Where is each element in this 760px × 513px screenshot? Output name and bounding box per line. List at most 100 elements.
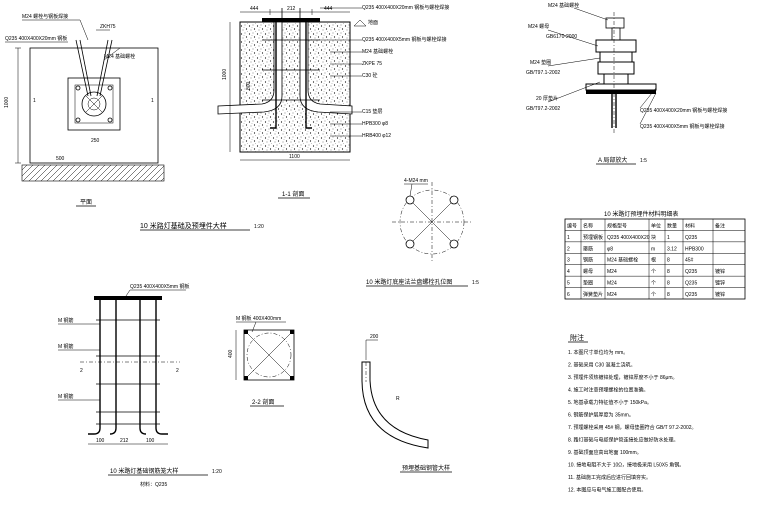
table-cell: M24 <box>607 281 617 287</box>
plan-caption: 平面 <box>80 199 92 206</box>
sec1-caption: 1-1 剖面 <box>282 190 304 198</box>
main-title: 10 米路灯基础及预埋件大样 <box>140 221 227 230</box>
table-cell: 镀锌 <box>715 268 725 275</box>
sec1-ground-label: 地面 <box>368 19 378 26</box>
sec1-callout-0: Q235 400X400X20mm 钢板与螺栓焊接 <box>362 4 449 11</box>
detail-a-label-1: M24 螺母 <box>528 23 549 30</box>
sec1-callout-7: HRB400 φ12 <box>362 133 391 139</box>
table-cell: HPB300 <box>685 246 704 252</box>
table-cell: 块 <box>651 234 656 241</box>
detail-a-label-8: Q235 400X400X5mm 钢板与螺栓焊接 <box>640 123 724 130</box>
table-cell: 2 <box>567 246 570 252</box>
conduit-caption: 预埋基础钢管大样 <box>402 464 450 472</box>
table-cell: Q235 400X400X20 <box>607 235 650 241</box>
detail-a-label-5: 20 厚垫片 <box>536 95 558 102</box>
table-cell: 垫圈 <box>583 280 593 287</box>
note-line: 1. 本图尺寸单位均为 mm。 <box>568 349 628 356</box>
table-cell: 个 <box>651 269 656 275</box>
plan-label-sleeve: M24 基础螺栓 <box>104 53 135 60</box>
table-cell: Q235 <box>685 281 697 287</box>
table-cell: 1 <box>667 235 670 241</box>
table-cell: m <box>651 246 655 252</box>
table-cell: 镀锌 <box>715 280 725 287</box>
sec1-dim-left: 1000 <box>222 69 228 80</box>
bolt-plan-caption: 10 米路灯底座法兰盘螺栓孔位图 <box>366 278 452 286</box>
plan-view: 1000 M24 螺栓与钢板焊接 ZKH75 Q235 400X400X20mm… <box>4 13 165 207</box>
note-line: 3. 预埋件须热镀锌处理，镀锌厚度不小于 86μm。 <box>568 374 678 381</box>
cage-sub-caption: 材料：Q235 <box>140 481 167 488</box>
bolt-plan-label: 4-M24 mm <box>404 178 428 184</box>
plan-dim-inner: 250 <box>91 138 100 144</box>
notes-title: 附注 <box>570 333 584 342</box>
detail-a-labels: M24 基础螺栓 M24 螺母 GB6170-2000 M24 垫圈 GB/T9… <box>526 2 727 130</box>
detail-a: M24 基础螺栓 M24 螺母 GB6170-2000 M24 垫圈 GB/T9… <box>526 2 727 165</box>
cage-label-c: M 钢筋 <box>58 393 74 400</box>
detail-a-caption-suffix: 1:5 <box>640 158 647 164</box>
table-header-cell: 单位 <box>651 222 661 229</box>
table-header-cell: 规格型号 <box>607 222 627 229</box>
notes-lines: 1. 本图尺寸单位均为 mm。 2. 基础采用 C30 混凝土浇筑。 3. 预埋件须… <box>568 349 697 494</box>
sec1-dim-bottom: 1100 <box>289 154 300 160</box>
detail-a-label-3: M24 垫圈 <box>530 59 551 66</box>
table-title: 10 米路灯预埋件材料明细表 <box>604 210 678 218</box>
sec1-callout-4: C30 砼 <box>362 72 378 79</box>
table-cell: 弹簧垫片 <box>583 291 603 298</box>
note-line: 2. 基础采用 C30 混凝土浇筑。 <box>568 362 636 369</box>
table-cell: 钢筋 <box>583 257 593 264</box>
cage-dim-b: 212 <box>120 438 129 444</box>
table-cell: 8 <box>667 292 670 298</box>
table-cell: 5 <box>567 281 570 287</box>
table-cell: M24 基础螺栓 <box>607 257 638 264</box>
table-cell: 螺母 <box>583 268 593 275</box>
table-cell: M24 <box>607 292 617 298</box>
cage-caption: 10 米路灯基础钢筋笼大样 <box>110 467 178 475</box>
bolt-plan: 4-M24 mm 10 米路灯底座法兰盘螺栓孔位图 1:5 <box>366 178 479 287</box>
sec2-label: M 钢板 400X400mm <box>236 315 281 322</box>
table-cell: 6 <box>567 292 570 298</box>
table-cell: Q235 <box>685 269 697 275</box>
table-cell: 个 <box>651 292 656 298</box>
table-cell: 3.12 <box>667 246 677 252</box>
plan-label-weld: M24 螺栓与钢板焊接 <box>22 13 68 20</box>
sec1-callouts: Q235 400X400X20mm 钢板与螺栓焊接 Q235 400X400X5… <box>320 4 449 139</box>
sec1-callout-6: HPB300 φ8 <box>362 121 388 127</box>
plan-dim-left: 1000 <box>4 97 10 108</box>
table-cell: 45# <box>685 258 694 264</box>
plan-dim-side: 500 <box>56 156 65 162</box>
section-1-1: 444 212 444 1000 1100 800 地面 Q235 400X40… <box>217 4 449 199</box>
cage-dim-c: 100 <box>146 438 155 444</box>
sec1-dim-top-c: 444 <box>324 6 333 12</box>
note-line: 4. 施工时注意预埋螺栓的位置准确。 <box>568 387 649 394</box>
sec1-dim-mid: 800 <box>246 81 252 90</box>
table-cell: φ8 <box>607 246 613 252</box>
table-cell: 镀锌 <box>715 291 725 298</box>
sec1-callout-2: M24 基础螺栓 <box>362 48 393 55</box>
detail-a-label-6: GB/T97.2-2002 <box>526 106 560 112</box>
table-cell: 8 <box>667 269 670 275</box>
detail-a-label-4: GB/T97.1-2002 <box>526 70 560 76</box>
notes: 附注 1. 本图尺寸单位均为 mm。 2. 基础采用 C30 混凝土浇筑。 3. 预… <box>568 333 697 494</box>
conduit-label-top: 200 <box>370 334 379 340</box>
table-header-cell: 名称 <box>583 222 593 229</box>
conduit-detail: 200 R 预埋基础钢管大样 <box>361 334 452 473</box>
note-line: 6. 钢筋保护层厚度为 35mm。 <box>568 412 634 419</box>
table-cell: 个 <box>651 281 656 287</box>
table-cell: 根 <box>651 257 656 264</box>
plan-section-mark-b: 1 <box>151 98 154 104</box>
detail-a-label-7: Q235 400X400X20mm 钢板与螺栓焊接 <box>640 107 727 114</box>
sec1-callout-1: Q235 400X400X5mm 钢板与螺栓焊接 <box>362 36 446 43</box>
table-header-cell: 编号 <box>567 222 577 229</box>
cage-caption-suffix: 1:20 <box>212 469 222 475</box>
table-cell: 4 <box>567 269 570 275</box>
detail-a-label-0: M24 基础螺栓 <box>548 2 579 9</box>
sec1-dim-top-b: 212 <box>287 6 296 12</box>
table-header-cell: 材料 <box>685 222 695 229</box>
table-cell: 预埋钢板 <box>583 234 603 241</box>
cage-mark-r: 2 <box>176 368 179 374</box>
table-cell: 8 <box>667 281 670 287</box>
cage-label-plate: Q235 400X400X5mm 钢板 <box>130 283 189 290</box>
cage-mark-l: 2 <box>80 368 83 374</box>
table-cell: 箍筋 <box>583 245 593 252</box>
